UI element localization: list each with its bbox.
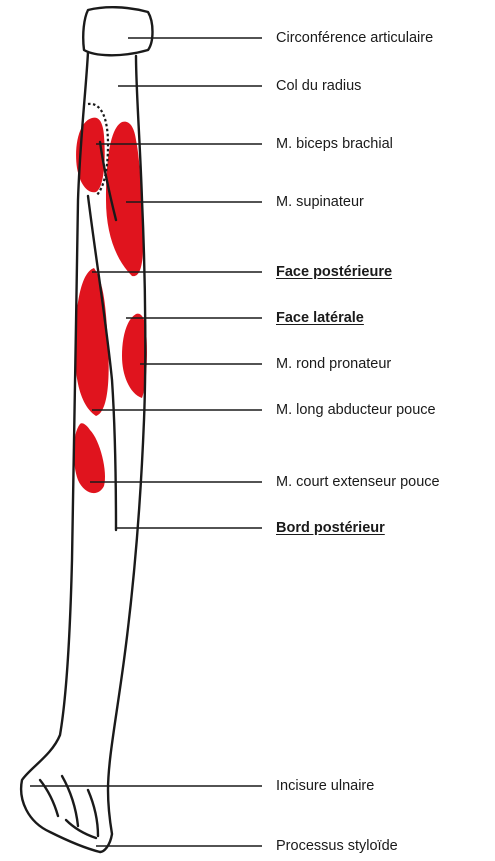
label-m-rond-pronateur: M. rond pronateur [276,355,391,373]
radial-head [83,7,152,55]
distal-fold-3 [88,790,98,836]
leader-lines [30,38,262,846]
label-m-supinateur: M. supinateur [276,193,364,211]
label-m-long-abducteur-pouce: M. long abducteur pouce [276,401,436,419]
label-circonference-articulaire: Circonférence articulaire [276,29,433,47]
label-face-laterale: Face latérale [276,309,364,327]
label-m-court-extenseur-pouce: M. court extenseur pouce [276,473,440,491]
long-abducteur-area [75,268,109,416]
distal-fold-2 [62,776,78,826]
label-face-posterieure: Face postérieure [276,263,392,281]
distal-fold-4 [66,820,96,838]
label-processus-styloide: Processus styloïde [276,837,398,855]
rond-pronateur-area [122,314,147,398]
label-m-biceps-brachial: M. biceps brachial [276,135,393,153]
label-col-du-radius: Col du radius [276,77,361,95]
muscle-areas [74,118,147,493]
label-incisure-ulnaire: Incisure ulnaire [276,777,374,795]
label-bord-posterieur: Bord postérieur [276,519,385,537]
